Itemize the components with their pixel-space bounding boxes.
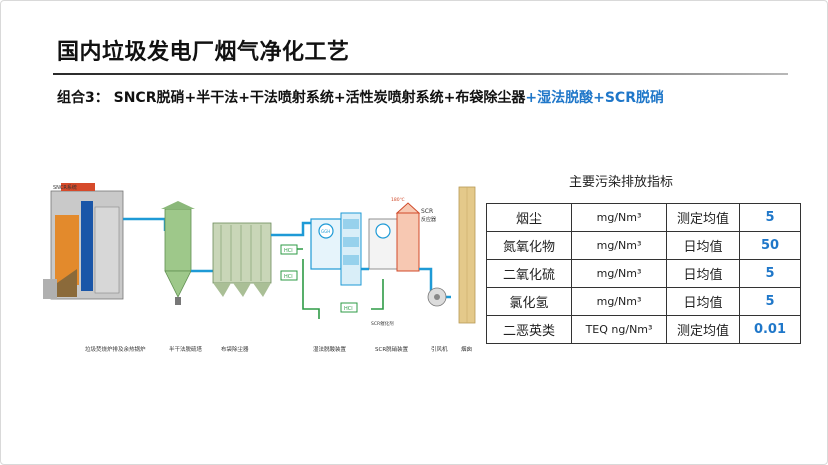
boiler-unit: SNCR系统 [43, 183, 124, 300]
hcl-label-2: HCl [284, 274, 293, 280]
pollutant-unit: mg/Nm³ [571, 231, 667, 260]
pollutant-stat: 测定均值 [666, 203, 740, 232]
table-row: 烟尘 mg/Nm³ 测定均值 5 [486, 203, 801, 232]
sncr-label: SNCR系统 [53, 184, 77, 191]
pollutant-unit: mg/Nm³ [571, 259, 667, 288]
table-row: 氯化氢 mg/Nm³ 日均值 5 [486, 287, 801, 316]
baghouse-filter [212, 222, 272, 297]
chimney-stack [458, 186, 476, 324]
table-caption: 主要污染排放指标 [568, 175, 673, 190]
scr-reactor-sublabel: 反应器 [421, 216, 436, 223]
stack-label: 烟囱 [461, 345, 472, 353]
table-row: 二氧化硫 mg/Nm³ 日均值 5 [486, 259, 801, 288]
pollutant-unit: mg/Nm³ [571, 287, 667, 316]
semidry-label: 半干法脱硫塔 [169, 345, 203, 353]
slide-subtitle: 组合3： SNCR脱硝+半干法+干法喷射系统+活性炭喷射系统+布袋除尘器+湿法脱… [57, 87, 664, 107]
title-divider [53, 73, 788, 75]
table-row: 二恶英类 TEQ ng/Nm³ 测定均值 0.01 [486, 315, 801, 344]
wet-scrubber: GGH [310, 212, 362, 286]
subtitle-highlight: +湿法脱酸+SCR脱硝 [525, 90, 664, 106]
pollutant-value: 5 [739, 259, 801, 288]
pollutant-name: 氯化氢 [486, 287, 572, 316]
table-row: 氮氧化物 mg/Nm³ 日均值 50 [486, 231, 801, 260]
scr-reactor: SCR 反应器 180℃ [368, 197, 436, 272]
pollutant-unit: TEQ ng/Nm³ [571, 315, 667, 344]
scr-reactor-label: SCR [421, 208, 433, 215]
boiler-label: 垃圾焚烧炉排及余热锅炉 [85, 345, 146, 353]
process-flow-diagram: SNCR系统 GGH [43, 183, 476, 353]
pollutant-stat: 日均值 [666, 231, 740, 260]
pollutant-unit: mg/Nm³ [571, 203, 667, 232]
emission-table: 烟尘 mg/Nm³ 测定均值 5 氮氧化物 mg/Nm³ 日均值 50 二氧化硫… [486, 203, 801, 344]
hcl-label-3: HCl [344, 306, 353, 312]
hcl-label-1: HCl [284, 248, 293, 254]
slide-title: 国内垃圾发电厂烟气净化工艺 [57, 40, 350, 65]
pollutant-name: 二恶英类 [486, 315, 572, 344]
pollutant-stat: 日均值 [666, 287, 740, 316]
induced-draft-fan [427, 287, 447, 307]
pollutant-value: 50 [739, 231, 801, 260]
pollutant-value: 5 [739, 287, 801, 316]
semidry-tower [161, 201, 195, 305]
scr-catalyst-label: SCR催化剂 [371, 320, 394, 327]
wet-label: 湿法脱酸装置 [313, 345, 347, 353]
pollutant-stat: 测定均值 [666, 315, 740, 344]
pollutant-name: 二氧化硫 [486, 259, 572, 288]
pollutant-stat: 日均值 [666, 259, 740, 288]
pollutant-name: 氮氧化物 [486, 231, 572, 260]
pollutant-name: 烟尘 [486, 203, 572, 232]
ggh-label-1: GGH [321, 229, 330, 234]
baghouse-label: 布袋除尘器 [221, 345, 249, 353]
subtitle-prefix: 组合3： SNCR脱硝+半干法+干法喷射系统+活性炭喷射系统+布袋除尘器 [57, 90, 526, 106]
pollutant-value: 0.01 [739, 315, 801, 344]
fan-label: 引风机 [431, 345, 448, 353]
scr-device-label: SCR脱硝装置 [375, 345, 409, 353]
temp-label: 180℃ [391, 197, 405, 203]
pollutant-value: 5 [739, 203, 801, 232]
